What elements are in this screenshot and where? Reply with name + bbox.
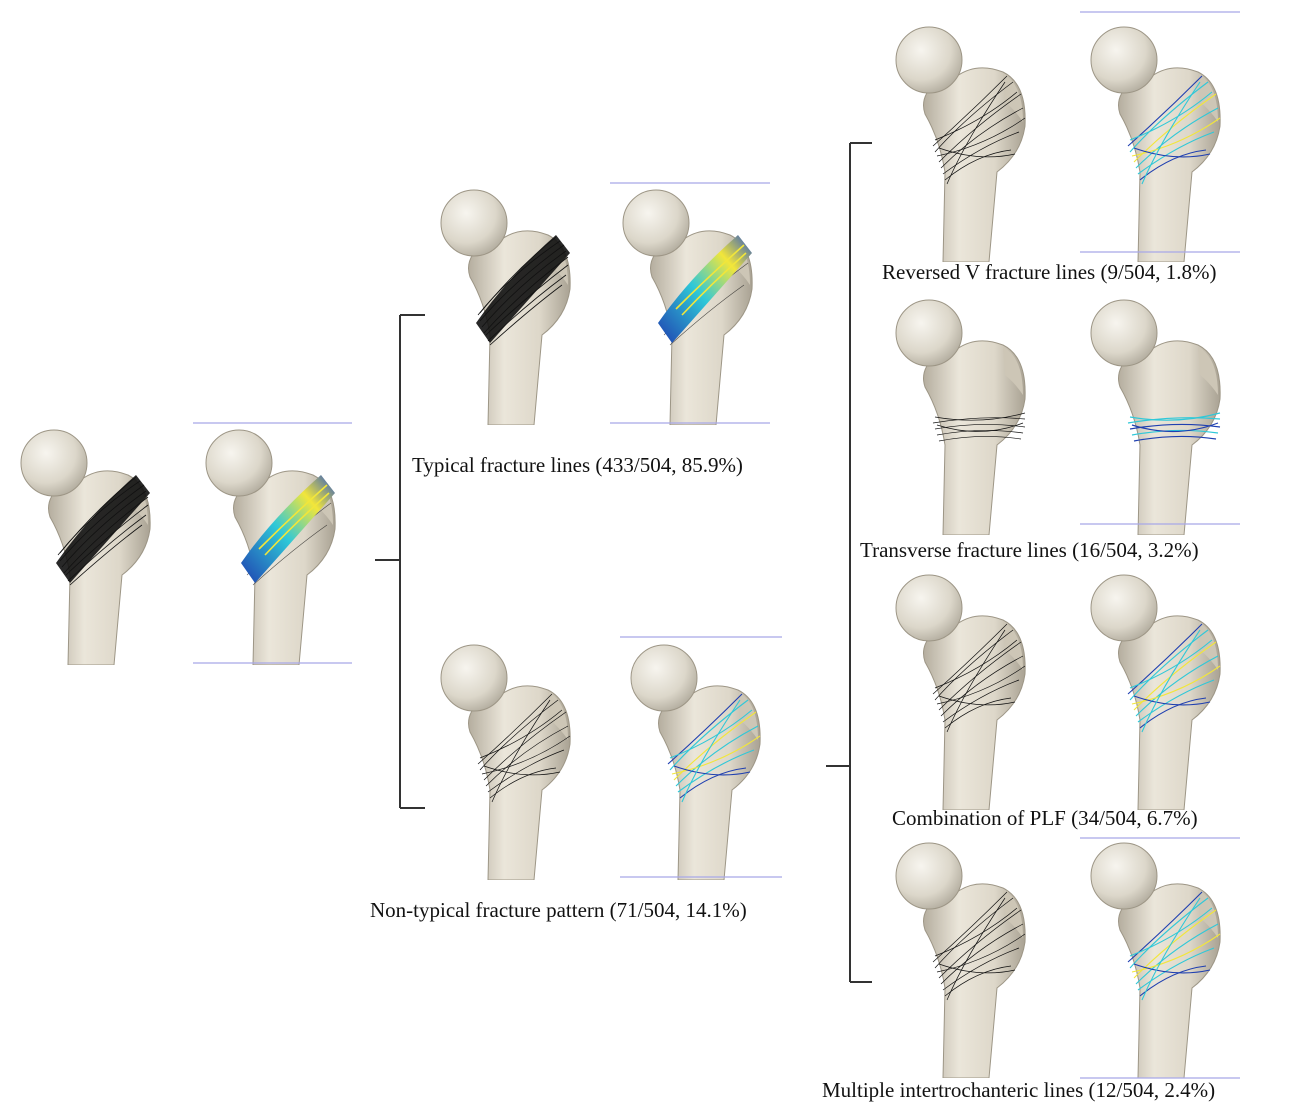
multiple-line-map xyxy=(896,843,1025,1078)
overall-fracture-line-map xyxy=(21,430,150,665)
combination-heat-map xyxy=(1080,575,1240,838)
caption-typical: Typical fracture lines (433/504, 85.9%) xyxy=(412,455,743,476)
nontypical-fracture-line-map xyxy=(441,645,570,880)
transverse-line-map xyxy=(896,300,1025,535)
typical-fracture-line-map xyxy=(441,190,570,425)
overall-fracture-heat-map xyxy=(193,423,352,665)
caption-nontypical: Non-typical fracture pattern (71/504, 14… xyxy=(370,900,747,921)
bracket-level-2 xyxy=(826,143,872,982)
reversed-v-heat-map xyxy=(1080,12,1240,262)
caption-multiple: Multiple intertrochanteric lines (12/504… xyxy=(822,1080,1215,1101)
typical-fracture-heat-map xyxy=(610,183,770,425)
bracket-level-1 xyxy=(375,315,425,808)
transverse-heat-map xyxy=(1080,300,1240,535)
reversed-v-line-map xyxy=(896,27,1025,262)
nontypical-fracture-heat-map xyxy=(620,637,782,880)
caption-transverse: Transverse fracture lines (16/504, 3.2%) xyxy=(860,540,1199,561)
multiple-heat-map xyxy=(1080,843,1240,1078)
caption-combination: Combination of PLF (34/504, 6.7%) xyxy=(892,808,1198,829)
caption-reversed-v: Reversed V fracture lines (9/504, 1.8%) xyxy=(882,262,1217,283)
combination-line-map xyxy=(896,575,1025,810)
